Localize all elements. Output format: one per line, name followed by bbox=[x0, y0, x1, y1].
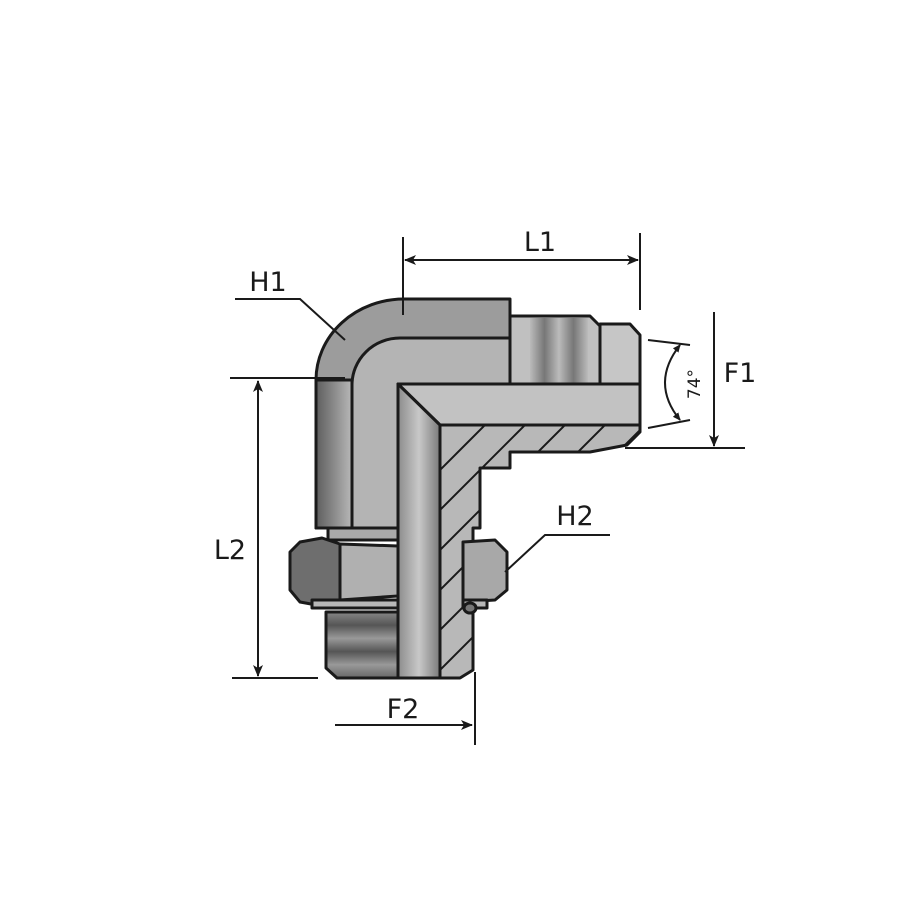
l2-label: L2 bbox=[214, 535, 246, 566]
dimension-l2: L2 bbox=[214, 377, 345, 679]
elbow-body bbox=[314, 297, 512, 530]
male-thread-bottom bbox=[324, 610, 400, 680]
lock-nut bbox=[288, 526, 509, 615]
f1-label: F1 bbox=[724, 358, 757, 389]
angle-label: 74° bbox=[685, 369, 705, 399]
f2-label: F2 bbox=[387, 694, 420, 725]
dimension-h1: H1 bbox=[235, 267, 346, 341]
dimension-f2: F2 bbox=[335, 672, 476, 745]
section-cut bbox=[396, 382, 642, 680]
dimension-angle: 74° bbox=[647, 339, 705, 429]
dimension-f1: F1 bbox=[625, 312, 757, 449]
dimension-h2: H2 bbox=[504, 501, 610, 573]
male-thread-right bbox=[508, 314, 642, 386]
h1-label: H1 bbox=[249, 267, 286, 298]
l1-label: L1 bbox=[524, 227, 556, 258]
h2-label: H2 bbox=[556, 501, 593, 532]
dimension-l1: L1 bbox=[402, 227, 641, 315]
